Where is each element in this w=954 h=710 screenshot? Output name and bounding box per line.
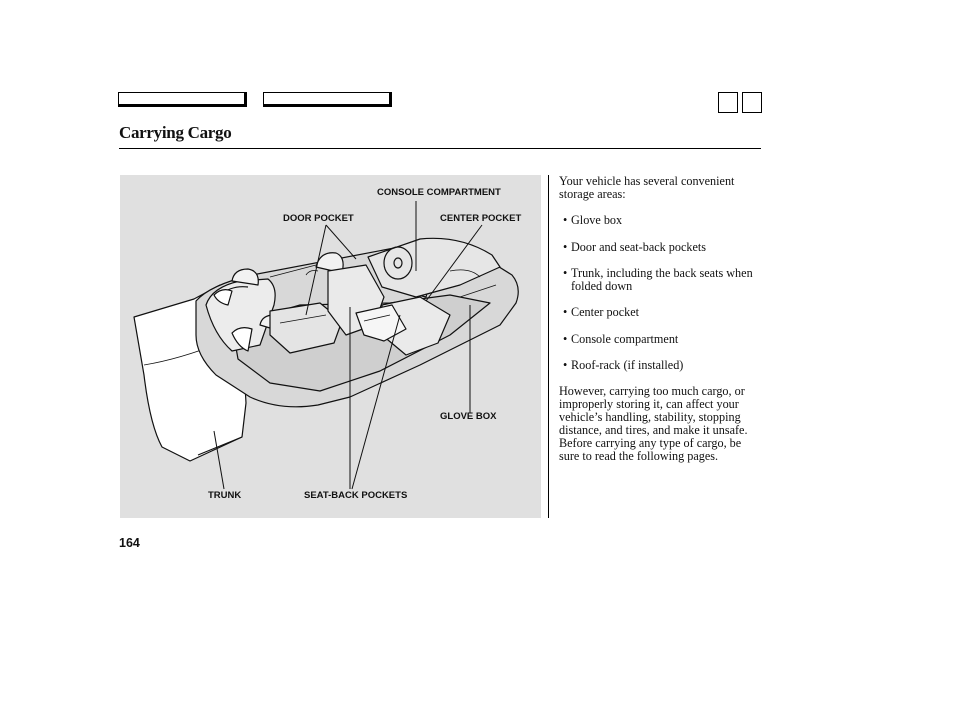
- list-item-text: Center pocket: [571, 305, 640, 319]
- seat-back-pockets-label: SEAT-BACK POCKETS: [304, 490, 408, 501]
- bullet-dot: •: [563, 213, 568, 227]
- bullet-dot: •: [563, 332, 568, 346]
- trunk-label: TRUNK: [208, 490, 242, 501]
- nav-square-button-1[interactable]: [718, 92, 738, 113]
- title-divider: [119, 148, 761, 149]
- list-item: • Console compartment: [563, 333, 763, 346]
- list-item-text: Glove box: [571, 213, 623, 227]
- list-item: • Roof-rack (if installed): [563, 359, 763, 372]
- console-compartment-label: CONSOLE COMPARTMENT: [377, 187, 501, 198]
- glove-box-label: GLOVE BOX: [440, 411, 497, 422]
- bullet-dot: •: [563, 358, 568, 372]
- nav-square-button-2[interactable]: [742, 92, 762, 113]
- intro-paragraph: Your vehicle has several convenient stor…: [559, 174, 735, 201]
- list-item: • Glove box: [563, 214, 763, 227]
- list-item-text: Console compartment: [571, 332, 679, 346]
- next-page-button[interactable]: [263, 92, 392, 107]
- list-item: • Trunk, including the back seats when f…: [563, 267, 755, 293]
- list-item-text: Trunk, including the back seats when fol…: [571, 266, 753, 293]
- list-item: • Center pocket: [563, 306, 763, 319]
- door-pocket-label: DOOR POCKET: [283, 213, 354, 224]
- page-title: Carrying Cargo: [119, 123, 232, 142]
- previous-page-button[interactable]: [118, 92, 247, 107]
- list-item: • Door and seat-back pockets: [563, 241, 763, 254]
- list-item-text: Door and seat-back pockets: [571, 240, 707, 254]
- page-number: 164: [119, 536, 140, 550]
- list-item-text: Roof-rack (if installed): [571, 358, 684, 372]
- column-divider: [548, 175, 549, 518]
- car-interior-drawing: [133, 201, 519, 490]
- bullet-dot: •: [563, 305, 568, 319]
- center-pocket-label: CENTER POCKET: [440, 213, 522, 224]
- bullet-dot: •: [563, 266, 568, 280]
- bullet-dot: •: [563, 240, 568, 254]
- warning-paragraph: However, carrying too much cargo, or imp…: [559, 384, 748, 463]
- cargo-areas-illustration: CONSOLE COMPARTMENT DOOR POCKET CENTER P…: [120, 175, 541, 518]
